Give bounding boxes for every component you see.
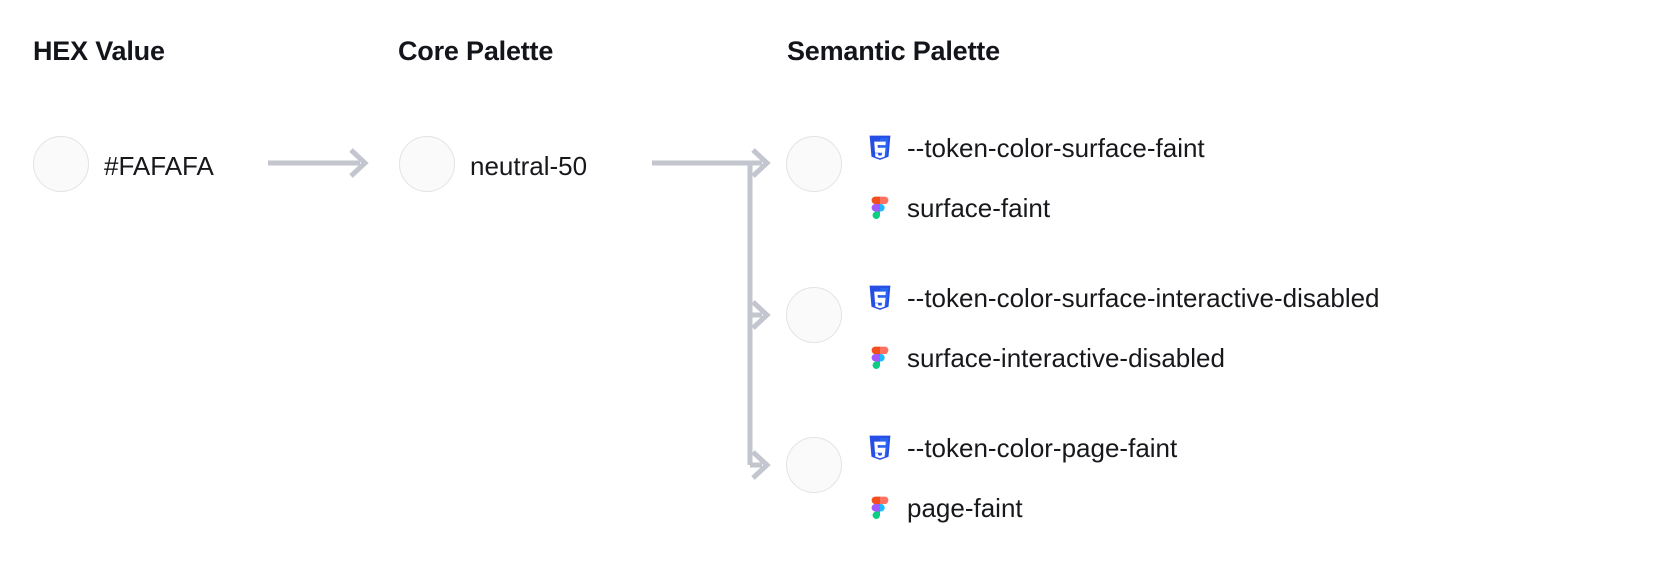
figma-token-label: surface-faint — [907, 193, 1051, 223]
core-palette-label: neutral-50 — [470, 151, 588, 181]
css3-icon — [866, 434, 894, 462]
semantic-token-group: --token-color-surface-faint surface-fain… — [866, 118, 1205, 238]
column-heading-hex-value: HEX Value — [33, 36, 165, 66]
token-line-css: --token-color-surface-faint — [866, 118, 1205, 178]
semantic-token-group: --token-color-page-faint page-faint — [866, 418, 1177, 538]
token-line-figma: surface-interactive-disabled — [866, 328, 1380, 388]
token-line-css: --token-color-surface-interactive-disabl… — [866, 268, 1380, 328]
color-swatch-core-palette — [399, 136, 455, 192]
arrow-head-branch-3 — [751, 450, 771, 480]
figma-icon — [866, 194, 894, 222]
column-heading-semantic-palette: Semantic Palette — [787, 36, 1000, 66]
figma-icon — [866, 494, 894, 522]
css-token-label: --token-color-page-faint — [907, 433, 1178, 463]
color-swatch-semantic-surface-faint — [786, 136, 842, 192]
css3-icon — [866, 134, 894, 162]
column-heading-core-palette: Core Palette — [398, 36, 554, 66]
css3-icon — [866, 284, 894, 312]
arrow-head-branch-2 — [751, 300, 771, 330]
color-swatch-hex-value — [33, 136, 89, 192]
css-token-label: --token-color-surface-interactive-disabl… — [907, 283, 1380, 313]
token-line-figma: surface-faint — [866, 178, 1205, 238]
color-swatch-semantic-surface-interactive-disabled — [786, 287, 842, 343]
color-swatch-semantic-page-faint — [786, 437, 842, 493]
token-line-figma: page-faint — [866, 478, 1177, 538]
semantic-token-group: --token-color-surface-interactive-disabl… — [866, 268, 1380, 388]
css-token-label: --token-color-surface-faint — [907, 133, 1205, 163]
token-line-css: --token-color-page-faint — [866, 418, 1177, 478]
figma-token-label: surface-interactive-disabled — [907, 343, 1225, 373]
arrow-head-branch-1 — [751, 148, 771, 178]
hex-value-label: #FAFAFA — [104, 151, 214, 181]
figma-icon — [866, 344, 894, 372]
figma-token-label: page-faint — [907, 493, 1023, 523]
arrow-head-hex-to-core — [349, 148, 369, 178]
